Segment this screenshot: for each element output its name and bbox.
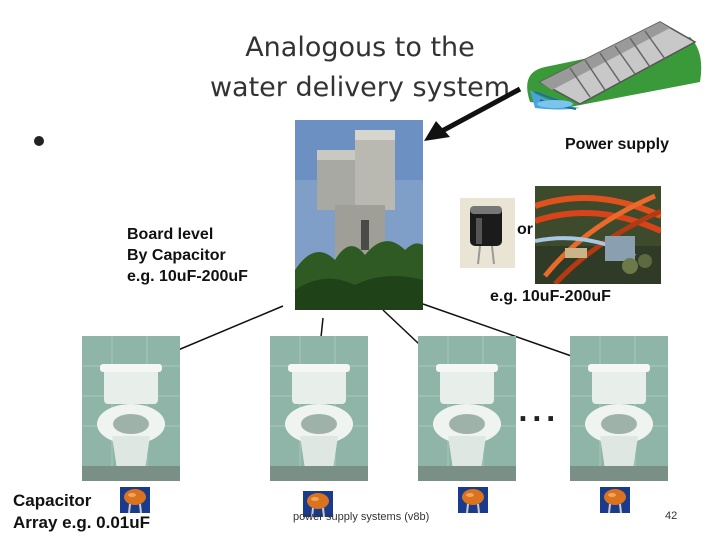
- footer-text: power supply systems (v8b): [293, 511, 429, 523]
- or-label: or: [517, 219, 533, 240]
- dam-clipart-icon: [510, 12, 710, 112]
- toilet-photo-3: [418, 336, 516, 481]
- electrolytic-capacitor-photo: [460, 198, 515, 268]
- title-line-1: Analogous to the: [150, 28, 570, 68]
- ellipsis-dots: ...: [518, 398, 560, 428]
- board-level-line-2: By Capacitor: [127, 245, 248, 266]
- board-level-line-3: e.g. 10uF-200uF: [127, 266, 248, 287]
- bullet-point: [34, 136, 44, 146]
- power-supply-label: Power supply: [565, 134, 669, 155]
- water-tower-photo: [295, 120, 423, 310]
- toilet-photo-4: [570, 336, 668, 481]
- dam-to-tower-arrow: [420, 85, 525, 145]
- ceramic-capacitor-icon: [458, 487, 488, 513]
- board-level-label: Board level By Capacitor e.g. 10uF-200uF: [127, 224, 248, 287]
- toilet-photo-2: [270, 336, 368, 481]
- page-number: 42: [665, 510, 677, 522]
- board-level-line-1: Board level: [127, 224, 248, 245]
- motherboard-cables-photo: [535, 186, 661, 284]
- toilet-photo-1: [82, 336, 180, 481]
- ceramic-capacitor-icon: [600, 487, 630, 513]
- ceramic-capacitor-icon: [120, 487, 150, 513]
- capacitor-array-line-2: Array e.g. 0.01uF: [13, 512, 150, 534]
